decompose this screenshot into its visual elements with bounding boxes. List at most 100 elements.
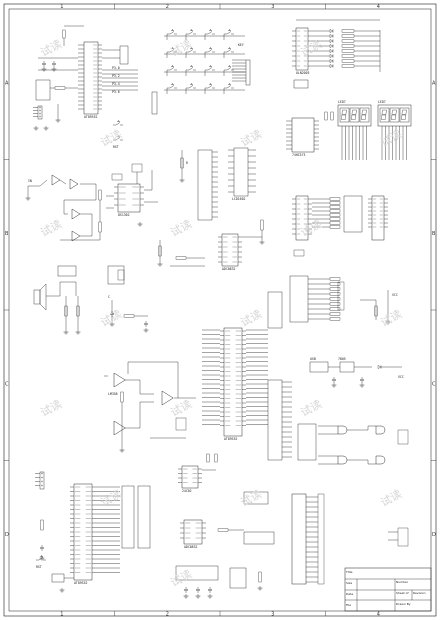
segment-shape: [381, 109, 387, 120]
resistor: [329, 297, 341, 301]
zone-letter-right: B: [432, 231, 436, 237]
resistor: [324, 111, 328, 121]
adc-chip-2-label: ADC0832: [184, 545, 198, 549]
bottom-connector: [121, 485, 135, 549]
serial-header: [39, 471, 45, 490]
diode: [329, 34, 334, 38]
opamp: [113, 372, 126, 388]
usb-connector: [309, 361, 329, 373]
resistor: [40, 519, 44, 531]
resistor: [214, 453, 218, 463]
resistor: [341, 49, 355, 53]
seven-segment-digit: [339, 107, 350, 123]
resistor: [341, 29, 355, 33]
segment-shape: [361, 109, 367, 120]
diode: [329, 44, 334, 48]
crystal-block: [111, 173, 123, 181]
zone-number-bottom: 1: [60, 612, 63, 618]
push-button: [188, 31, 194, 35]
bottom-mcu-chip-label: AT89S52: [74, 581, 88, 585]
resistor: [76, 305, 80, 317]
segment-shape: [351, 109, 357, 120]
seven-segment-digit: [359, 107, 370, 123]
net-label: IN: [28, 179, 32, 183]
resistor: [329, 312, 341, 316]
push-button: [207, 67, 213, 71]
header-pin: [41, 472, 43, 475]
usb-label: USB: [310, 357, 316, 361]
potentiometer: [175, 417, 187, 431]
wire: [360, 299, 377, 320]
header-pin: [41, 480, 43, 483]
title-block-field-label: Number: [396, 580, 409, 584]
net-label: VCC: [398, 375, 404, 379]
zone-number-bottom: 2: [166, 612, 169, 618]
net-label: R: [186, 161, 188, 165]
resistor: [329, 277, 341, 281]
zone-number-top: 3: [271, 4, 274, 10]
resistor: [341, 44, 355, 48]
speaker: [33, 289, 41, 305]
zone-letter-left: D: [5, 532, 9, 538]
mcu-chip-label: AT89S52: [84, 115, 98, 119]
relay-coil: [57, 265, 77, 277]
net-label: RST: [113, 145, 119, 149]
resistor: [341, 39, 355, 43]
seven-segment-digit: [349, 107, 360, 123]
port-header-lower: [267, 379, 283, 461]
push-button: [169, 85, 175, 89]
resistor: [341, 34, 355, 38]
zone-number-top: 1: [60, 4, 63, 10]
opamp: [71, 208, 81, 220]
lcd-label: LCD1602: [232, 197, 246, 201]
main-mcu-chip: [223, 327, 243, 437]
logic-gate: [375, 425, 386, 435]
wire: [144, 170, 153, 191]
resistor: [329, 225, 341, 229]
push-button: [226, 49, 232, 53]
battery: [131, 163, 143, 173]
header-strip: [197, 149, 213, 221]
push-button: [169, 67, 175, 71]
wire: [125, 401, 154, 429]
lcd-module-small-2: [243, 531, 275, 545]
push-button: [169, 49, 175, 53]
title-block-field-label: Drawn By: [396, 602, 411, 606]
zone-number-bottom: 3: [271, 612, 274, 618]
wire: [125, 379, 154, 395]
segment-shape: [391, 109, 397, 120]
resistor: [54, 86, 66, 90]
push-button: [169, 31, 175, 35]
display-right-label: LED7: [378, 100, 386, 104]
resistor-array: [151, 91, 158, 115]
reset-network: [35, 79, 51, 101]
zone-letter-right: C: [432, 381, 436, 387]
opamp: [69, 178, 79, 190]
resistor-pack: [343, 195, 363, 233]
segment-shape: [341, 109, 347, 120]
zone-letter-left: B: [5, 231, 9, 237]
adc-chip: [221, 233, 239, 267]
resistor: [123, 314, 135, 318]
title-block-field-label: Revision: [413, 591, 426, 595]
resistor: [329, 317, 341, 321]
net-label: P3.0: [112, 66, 120, 70]
push-button: [115, 137, 121, 141]
connector-block: [289, 275, 309, 323]
resistor: [329, 209, 341, 213]
resistor-column: [317, 493, 325, 585]
resistor: [329, 205, 341, 209]
diode: [377, 365, 382, 369]
eeprom-chip-label: 24C02: [182, 489, 192, 493]
resistor: [217, 528, 229, 532]
header-pin: [39, 109, 41, 112]
net-label: C: [108, 295, 110, 299]
diode: [329, 49, 334, 53]
logic-gate: [375, 455, 386, 465]
resistor: [98, 221, 102, 233]
title-block-field-label: Sheet of: [396, 591, 409, 595]
programming-header: [37, 105, 43, 120]
eeprom-chip: [181, 465, 199, 489]
resistor: [206, 453, 210, 463]
transistor-stage: [229, 567, 247, 589]
